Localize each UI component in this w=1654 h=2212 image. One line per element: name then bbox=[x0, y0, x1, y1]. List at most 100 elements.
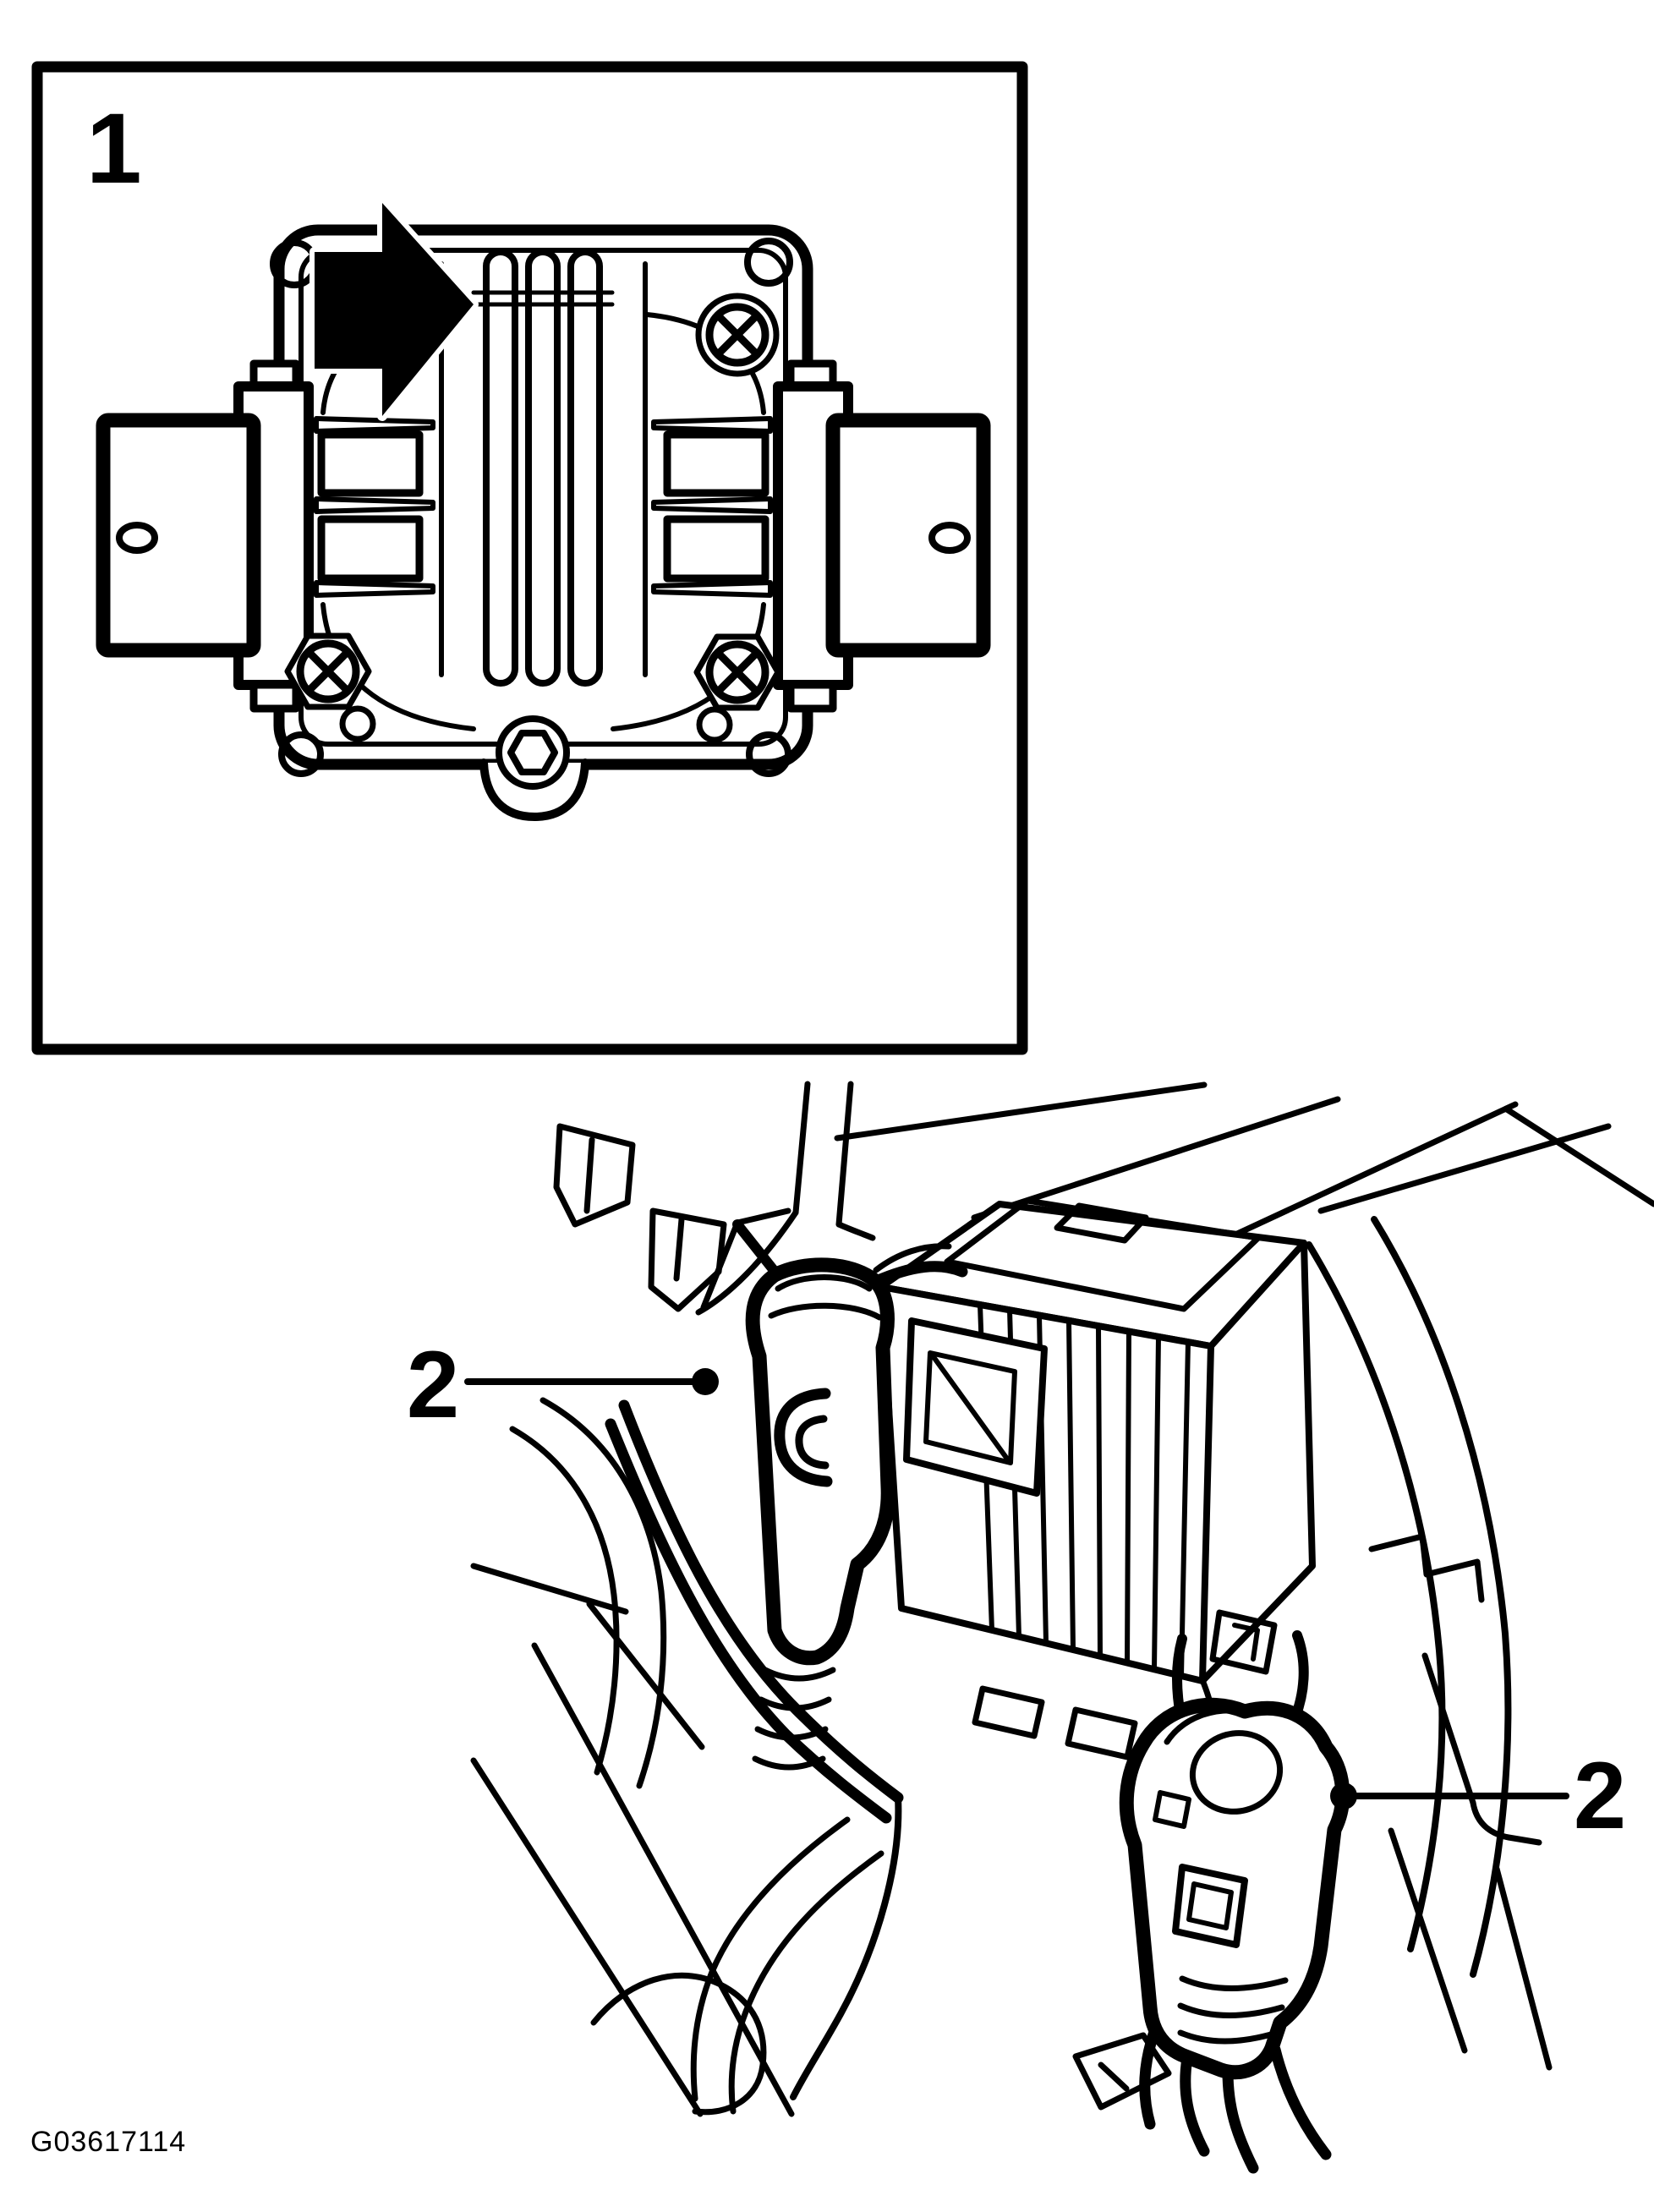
latch-arm bbox=[314, 496, 435, 514]
boot-ring bbox=[754, 1726, 829, 1741]
connector-latch bbox=[1172, 1864, 1248, 1948]
module-stub-inner bbox=[1232, 1623, 1260, 1662]
boot-ring bbox=[1177, 2029, 1280, 2045]
screw-bottom-left bbox=[284, 632, 372, 710]
connector-cap-line bbox=[775, 1274, 873, 1292]
connector-callout-right: 2 bbox=[1330, 1743, 1626, 1848]
bracket-shape bbox=[583, 1136, 595, 1214]
corner-bolt-hole bbox=[746, 731, 791, 777]
rib-line bbox=[1152, 1334, 1161, 1672]
structure-line bbox=[531, 1642, 795, 2117]
callout-label-right: 2 bbox=[1574, 1743, 1626, 1848]
right-shell-slot bbox=[928, 522, 971, 554]
bottom-mount bbox=[479, 715, 589, 821]
structure-line bbox=[835, 1221, 876, 1241]
boot-ring bbox=[762, 1667, 836, 1682]
phillips-cross-icon bbox=[306, 649, 350, 693]
hex-bolt-icon bbox=[507, 730, 558, 775]
panel-1-label: 1 bbox=[86, 93, 142, 205]
fin-loop bbox=[567, 249, 603, 687]
clamp-step bbox=[249, 681, 300, 713]
structure-line bbox=[971, 1096, 1341, 1221]
clamp-step bbox=[786, 681, 837, 713]
harness-tail bbox=[1269, 2044, 1332, 2160]
structure-line bbox=[1493, 1865, 1553, 2071]
module-side-face bbox=[1199, 1240, 1316, 1684]
corner-bolt-hole bbox=[278, 731, 324, 777]
boot-ring bbox=[752, 1755, 826, 1771]
connector-latch-inner bbox=[1186, 1881, 1234, 1930]
connector-callout-left: 2 bbox=[407, 1332, 719, 1437]
rib-line bbox=[1125, 1329, 1131, 1666]
structure-line bbox=[1503, 1106, 1654, 1207]
structure-line bbox=[1470, 1799, 1542, 1846]
clamp-window bbox=[663, 430, 769, 497]
phillips-cross-icon bbox=[715, 650, 759, 694]
fender-arc bbox=[509, 1426, 620, 1776]
left-plug-shell bbox=[96, 413, 261, 658]
right-plug-shell bbox=[825, 413, 991, 658]
clamp-window bbox=[663, 515, 769, 583]
structure-line bbox=[586, 1601, 705, 1750]
hose-loop bbox=[590, 1972, 767, 2116]
connector-wire bbox=[732, 1219, 781, 1278]
harness-tail bbox=[1139, 2023, 1161, 2130]
latch-arm bbox=[651, 496, 773, 514]
harness-tail bbox=[790, 1794, 902, 2100]
connector-wire bbox=[868, 1261, 968, 1288]
fin-loop bbox=[525, 249, 561, 687]
leader-dot bbox=[692, 1368, 719, 1395]
boot-ring bbox=[758, 1696, 832, 1711]
connector-cap-line bbox=[768, 1302, 883, 1321]
panel-2-illustration: 2 2 bbox=[407, 1081, 1654, 2174]
rib-line bbox=[1179, 1339, 1191, 1678]
bracket-shape bbox=[673, 1216, 685, 1282]
screw-top-right bbox=[695, 293, 780, 377]
latch-arm bbox=[314, 416, 435, 434]
fender-arc bbox=[539, 1397, 667, 1789]
rib-line bbox=[1066, 1318, 1076, 1652]
phillips-cross-icon bbox=[715, 313, 759, 357]
rib-line bbox=[1096, 1323, 1103, 1659]
harness-conduit bbox=[605, 1418, 892, 1824]
latch-arm bbox=[651, 580, 773, 598]
connector-detail bbox=[1153, 1790, 1191, 1829]
harness-tail bbox=[1180, 2052, 1210, 2157]
structure-line bbox=[470, 1563, 629, 1615]
structure-line bbox=[834, 1081, 1208, 1142]
harness-connector-right bbox=[1119, 1630, 1350, 2174]
hose-line bbox=[728, 1850, 885, 2115]
hose-line bbox=[690, 1816, 851, 2102]
latch-arm bbox=[314, 580, 435, 598]
connector-clip bbox=[795, 1415, 830, 1470]
frame-rail-line bbox=[1306, 1241, 1446, 1952]
latch-arm bbox=[651, 416, 773, 434]
structure-line bbox=[470, 1757, 704, 2117]
frame-rail-line bbox=[1371, 1216, 1512, 1978]
corner-bolt-hole bbox=[696, 706, 733, 743]
structure-line bbox=[835, 1081, 854, 1228]
harness-left bbox=[605, 1399, 904, 2100]
fin-loop bbox=[483, 249, 518, 687]
structure-line bbox=[1388, 1827, 1468, 2054]
clamp-window bbox=[317, 430, 424, 497]
bracket-shape bbox=[553, 1123, 636, 1228]
heat-sink-fins bbox=[439, 249, 648, 687]
connector-cap-line bbox=[1164, 1707, 1255, 1745]
connector-face bbox=[1189, 1730, 1284, 1815]
mount-ring bbox=[496, 715, 570, 790]
module-foot bbox=[972, 1685, 1045, 1739]
module-lid bbox=[944, 1197, 1262, 1312]
control-module-drawing bbox=[96, 224, 991, 821]
inner-trim-arc bbox=[320, 602, 476, 731]
leader-dot bbox=[1330, 1782, 1357, 1810]
connector-clip bbox=[774, 1388, 833, 1487]
structure-line bbox=[873, 1243, 952, 1273]
structure-step-line bbox=[1368, 1533, 1485, 1603]
module-lid-tab bbox=[1054, 1202, 1149, 1244]
panel-1-callout-box: 1 bbox=[31, 61, 1028, 1055]
harness-tail bbox=[1222, 2066, 1259, 2174]
direction-arrow-icon bbox=[309, 198, 479, 421]
